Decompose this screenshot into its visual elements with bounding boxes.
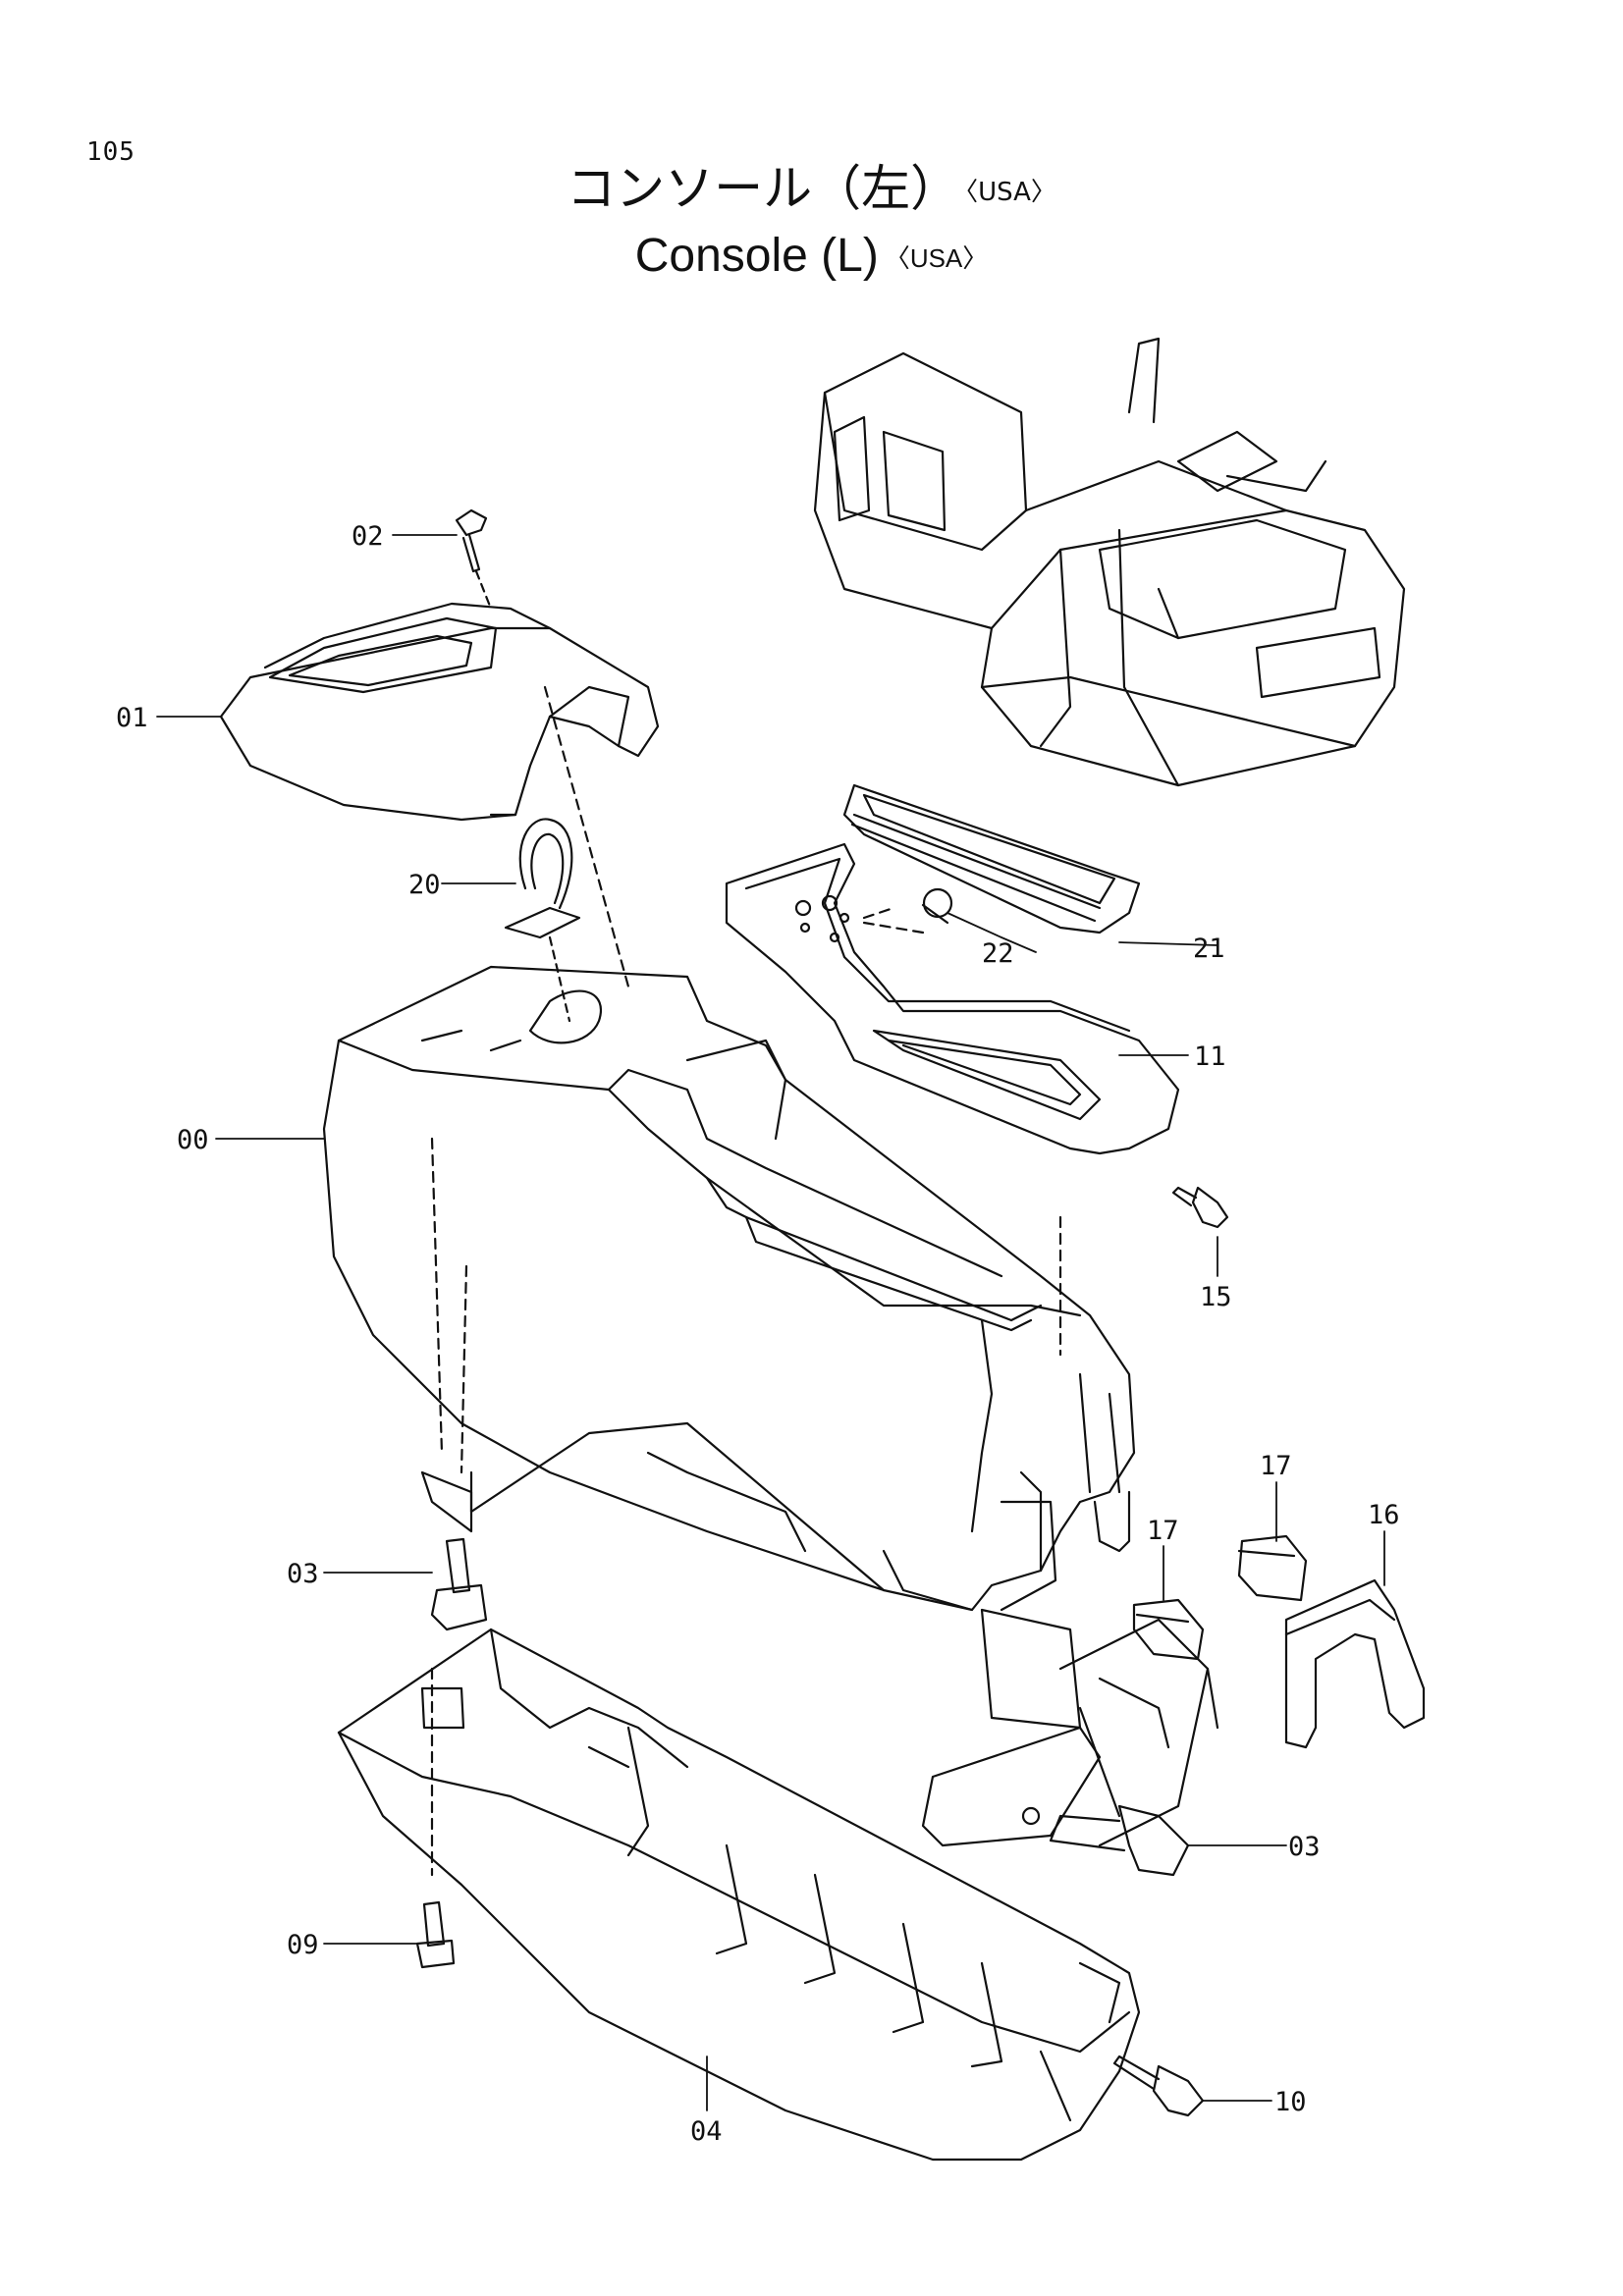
- callout-22: 22: [982, 938, 1014, 969]
- callout-09: 09: [287, 1930, 319, 1960]
- part-22-cap: [921, 887, 953, 925]
- callout-16: 16: [1368, 1500, 1400, 1530]
- mount-bracket: [921, 1608, 1219, 1847]
- region-tag-en: 〈USA〉: [884, 242, 989, 273]
- part-21-pad: [842, 783, 1141, 934]
- part-17-pad-upper: [1237, 1534, 1308, 1602]
- part-02-screw: [455, 508, 493, 611]
- title-japanese-text: コンソール（左）: [567, 160, 960, 217]
- title-japanese: コンソール（左）〈USA〉: [0, 157, 1623, 224]
- title-block: コンソール（左）〈USA〉 Console (L)〈USA〉: [0, 157, 1623, 291]
- callout-17-upper: 17: [1260, 1451, 1292, 1481]
- part-09-screw: [415, 1900, 456, 1969]
- part-00-console-body: [322, 965, 1136, 1612]
- callout-02: 02: [352, 521, 384, 552]
- part-01-top-cover: [219, 602, 660, 822]
- part-15-screw: [1171, 1186, 1229, 1229]
- part-10-screw: [1112, 2055, 1205, 2117]
- title-english: Console (L)〈USA〉: [0, 224, 1623, 291]
- region-tag-jp: 〈USA〉: [965, 177, 1056, 207]
- part-20-clamp: [504, 818, 581, 1023]
- callout-10: 10: [1274, 2087, 1307, 2117]
- callout-03-right: 03: [1288, 1832, 1321, 1862]
- part-03-bolt-right: [1049, 1804, 1190, 1877]
- part-03-bolt-left: [430, 1537, 488, 1631]
- callout-17-lower: 17: [1147, 1516, 1179, 1546]
- callout-20: 20: [408, 870, 441, 900]
- assembly-guide-lines: [430, 685, 1062, 1877]
- callout-00: 00: [177, 1125, 209, 1155]
- part-04-lower-cover: [337, 1628, 1141, 2162]
- excavator-overview-drawing: [813, 337, 1406, 787]
- callout-21: 21: [1193, 934, 1225, 964]
- callout-11: 11: [1194, 1041, 1226, 1072]
- title-english-text: Console (L): [634, 229, 879, 282]
- callout-leader-lines: [156, 534, 1385, 2111]
- callout-04: 04: [690, 2116, 723, 2147]
- part-11-tray: [725, 842, 1180, 1155]
- part-16-u-bracket: [1284, 1578, 1426, 1749]
- callout-15: 15: [1200, 1282, 1232, 1312]
- page-number: 105: [86, 137, 135, 167]
- callout-03-left: 03: [287, 1559, 319, 1589]
- callout-01: 01: [116, 703, 148, 733]
